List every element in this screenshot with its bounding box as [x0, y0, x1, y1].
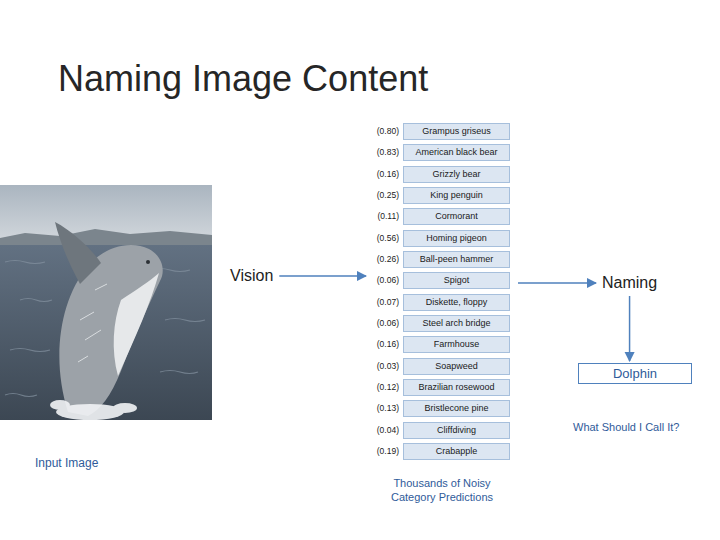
category-box: Spigot [403, 272, 510, 289]
node-label: American black bear [415, 145, 497, 160]
category-box: Homing pigeon [403, 230, 510, 247]
dolphin-eye [146, 260, 150, 264]
category-box: American black bear [403, 144, 510, 161]
category-box: Grampus griseus [403, 123, 510, 140]
flow-arrow [629, 296, 631, 361]
node-label: Crabapple [436, 444, 478, 459]
slide-title: Naming Image Content [58, 58, 428, 100]
node-label: Ball-peen hammer [420, 252, 494, 267]
flow-arrow [518, 282, 596, 284]
score-label: (0.03) [368, 358, 399, 375]
dolphin-scars [78, 284, 107, 362]
score-label: (0.06) [368, 315, 399, 332]
score-label: (0.16) [368, 166, 399, 183]
category-box: Farmhouse [403, 336, 510, 353]
process-step: Naming [598, 272, 661, 294]
score-label: (0.56) [368, 230, 399, 247]
score-label: (0.04) [368, 422, 399, 439]
score-label: (0.80) [368, 123, 399, 140]
node-label: Soapweed [435, 359, 478, 374]
category-box: Steel arch bridge [403, 315, 510, 332]
question-note: What Should I Call It? [573, 420, 679, 434]
dolphin-belly [114, 273, 159, 376]
node-label: Cliffdiving [437, 423, 476, 438]
score-label: (0.13) [368, 400, 399, 417]
category-box: Cliffdiving [403, 422, 510, 439]
score-label: (0.11) [368, 208, 399, 225]
score-label: (0.19) [368, 443, 399, 460]
node-label: Naming [602, 274, 657, 292]
category-box: King penguin [403, 187, 510, 204]
node-label: Steel arch bridge [422, 316, 490, 331]
process-step: Vision [226, 265, 277, 287]
category-box: Soapweed [403, 358, 510, 375]
node-label: Grampus griseus [422, 124, 491, 139]
splash [50, 400, 137, 420]
node-label: Spigot [444, 273, 470, 288]
node-label: King penguin [430, 188, 483, 203]
node-label: Brazilian rosewood [418, 380, 494, 395]
coast [0, 229, 212, 247]
score-label: (0.83) [368, 144, 399, 161]
category-box: Crabapple [403, 443, 510, 460]
dolphin-photo [0, 185, 212, 420]
score-label: (0.06) [368, 272, 399, 289]
score-label: (0.25) [368, 187, 399, 204]
node-label: Diskette, floppy [426, 295, 488, 310]
score-label: (0.07) [368, 294, 399, 311]
category-box: Bristlecone pine [403, 400, 510, 417]
node-label: Bristlecone pine [424, 401, 488, 416]
image-caption: Input Image [35, 456, 98, 471]
score-label: (0.12) [368, 379, 399, 396]
dolphin-fin [55, 222, 101, 284]
category-box: Brazilian rosewood [403, 379, 510, 396]
list-caption: Thousands of Noisy Category Predictions [368, 476, 516, 504]
score-label: (0.26) [368, 251, 399, 268]
node-label: Homing pigeon [426, 231, 487, 246]
score-label: (0.16) [368, 336, 399, 353]
flow-arrow [279, 275, 366, 277]
node-label: Vision [230, 267, 273, 285]
category-box: Grizzly bear [403, 166, 510, 183]
node-label: Farmhouse [434, 337, 480, 352]
category-box: Cormorant [403, 208, 510, 225]
category-box: Diskette, floppy [403, 294, 510, 311]
sea [0, 245, 212, 420]
node-label: Cormorant [435, 209, 478, 224]
result-box: Dolphin [578, 363, 692, 384]
node-label: Grizzly bear [432, 167, 480, 182]
category-box: Ball-peen hammer [403, 251, 510, 268]
node-label: Dolphin [613, 364, 657, 383]
